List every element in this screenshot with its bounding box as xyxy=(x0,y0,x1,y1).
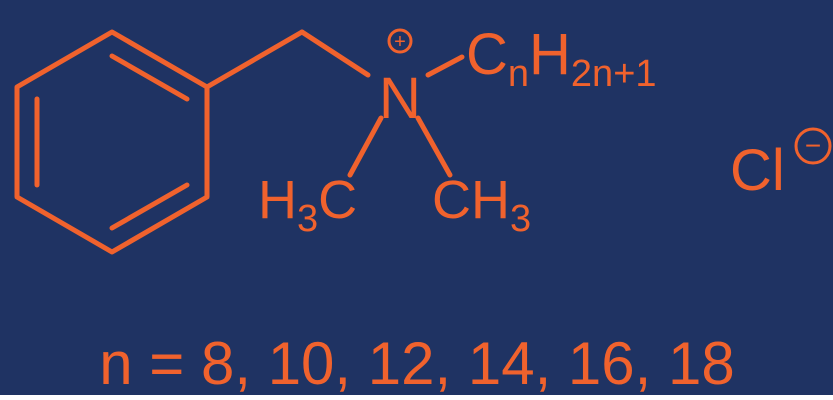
chloride-symbol: Cl xyxy=(730,138,785,203)
chain-length-caption: n = 8, 10, 12, 14, 16, 18 xyxy=(99,330,735,395)
chloride-charge: − xyxy=(794,127,832,165)
bond-lines xyxy=(14,29,465,255)
plus-sign: + xyxy=(394,31,406,53)
charge-circle xyxy=(794,127,832,165)
alkyl-chain-label: CnH2n+1 xyxy=(466,22,657,95)
right-methyl-label: CH3 xyxy=(432,170,531,240)
alkyl-hydrogen: H xyxy=(529,22,571,87)
right-methyl-subscript: 3 xyxy=(510,198,531,240)
left-methyl-label: H3C xyxy=(258,170,357,240)
bond-nitrogen-to-alkyl xyxy=(425,54,465,78)
benzene-double-bond-upper xyxy=(109,53,190,102)
alkyl-carbon: C xyxy=(466,22,508,87)
minus-sign: − xyxy=(805,130,821,161)
nitrogen-charge: + xyxy=(387,28,413,54)
left-methyl-subscript: 3 xyxy=(297,198,318,240)
left-methyl-carbon: C xyxy=(318,170,357,230)
bond-ch2-to-nitrogen xyxy=(299,29,371,78)
nitrogen-atom: N xyxy=(379,66,421,131)
left-methyl-hydrogen: H xyxy=(258,170,297,230)
charge-circle xyxy=(387,28,413,54)
bond-nitrogen-to-left-methyl xyxy=(347,115,384,178)
alkyl-carbon-subscript: n xyxy=(508,53,529,95)
bond-nitrogen-to-right-methyl xyxy=(415,115,453,178)
benzene-double-bond-lower xyxy=(109,182,190,231)
alkyl-hydrogen-subscript: 2n+1 xyxy=(571,53,657,95)
bond-ring-to-ch2 xyxy=(204,29,305,90)
right-methyl-carbon: CH xyxy=(432,170,510,230)
